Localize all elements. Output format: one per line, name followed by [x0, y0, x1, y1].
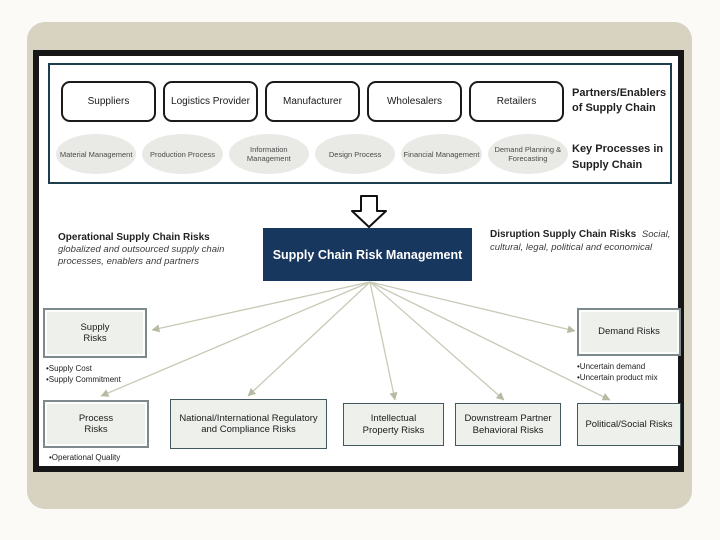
- risk-box-demand: Demand Risks: [577, 308, 681, 356]
- process-risk-bullets: •Operational Quality: [49, 452, 120, 463]
- risk-box-national-regulatory: National/International Regulatory and Co…: [170, 399, 327, 449]
- risk-box-demand-label: Demand Risks: [598, 326, 660, 338]
- disruption-risks-subtitle: Social, cultural, legal, political and e…: [490, 229, 671, 253]
- process-oval-material-management: Material Management: [56, 134, 137, 174]
- risk-box-political-social: Political/Social Risks: [577, 403, 681, 446]
- process-oval-demand-planning: Demand Planning & Forecasting: [487, 134, 568, 174]
- bullet-supply-commitment: •Supply Commitment: [46, 375, 121, 384]
- disruption-risks-title: Disruption Supply Chain Risks: [490, 229, 637, 240]
- bullet-uncertain-product-mix: •Uncertain product mix: [577, 373, 658, 382]
- partners-enablers-label: Partners/Enablers of Supply Chain: [572, 87, 667, 114]
- risk-box-political-social-label: Political/Social Risks: [585, 418, 673, 430]
- operational-risks-note: Operational Supply Chain Risks globalize…: [58, 231, 266, 268]
- disruption-risks-note: Disruption Supply Chain Risks Social, cu…: [490, 229, 682, 254]
- bullet-operational-quality: •Operational Quality: [49, 453, 121, 462]
- center-box-supply-chain-risk-management: Supply Chain Risk Management: [263, 228, 472, 281]
- risk-box-intellectual-property-label: Intellectual Property Risks: [362, 413, 425, 436]
- operational-risks-title: Operational Supply Chain Risks: [58, 232, 210, 243]
- risk-box-downstream-partner-label: Downstream Partner Behavioral Risks: [464, 413, 552, 436]
- operational-risks-subtitle: globalized and outsourced supply chain p…: [58, 244, 225, 267]
- key-processes-label: Key Processes in Supply Chain: [572, 143, 664, 171]
- risk-box-supply-label: Supply Risks: [80, 321, 110, 345]
- chain-box-manufacturer: Manufacturer: [265, 81, 360, 122]
- bullet-supply-cost: •Supply Cost: [46, 364, 92, 373]
- chain-box-wholesalers: Wholesalers: [367, 81, 462, 122]
- demand-risk-bullets: •Uncertain demand •Uncertain product mix: [577, 361, 658, 383]
- risk-box-process: Process Risks: [43, 400, 149, 448]
- risk-box-process-label: Process Risks: [78, 412, 114, 436]
- process-oval-design-process: Design Process: [314, 134, 396, 174]
- risk-box-intellectual-property: Intellectual Property Risks: [343, 403, 444, 446]
- chain-partners-row: Suppliers Logistics Provider Manufacture…: [61, 81, 564, 122]
- risk-box-national-regulatory-label: National/International Regulatory and Co…: [179, 412, 318, 436]
- chain-box-retailers: Retailers: [469, 81, 564, 122]
- chain-box-logistics-provider: Logistics Provider: [163, 81, 258, 122]
- risk-box-downstream-partner: Downstream Partner Behavioral Risks: [455, 403, 561, 446]
- risk-box-supply: Supply Risks: [43, 308, 147, 358]
- supply-risk-bullets: •Supply Cost •Supply Commitment: [46, 363, 121, 385]
- bullet-uncertain-demand: •Uncertain demand: [577, 362, 646, 371]
- process-oval-financial-management: Financial Management: [401, 134, 482, 174]
- process-oval-production-process: Production Process: [142, 134, 223, 174]
- process-oval-information-management: Information Management: [228, 134, 309, 174]
- chain-box-suppliers: Suppliers: [61, 81, 156, 122]
- key-processes-row: Material Management Production Process I…: [56, 134, 568, 174]
